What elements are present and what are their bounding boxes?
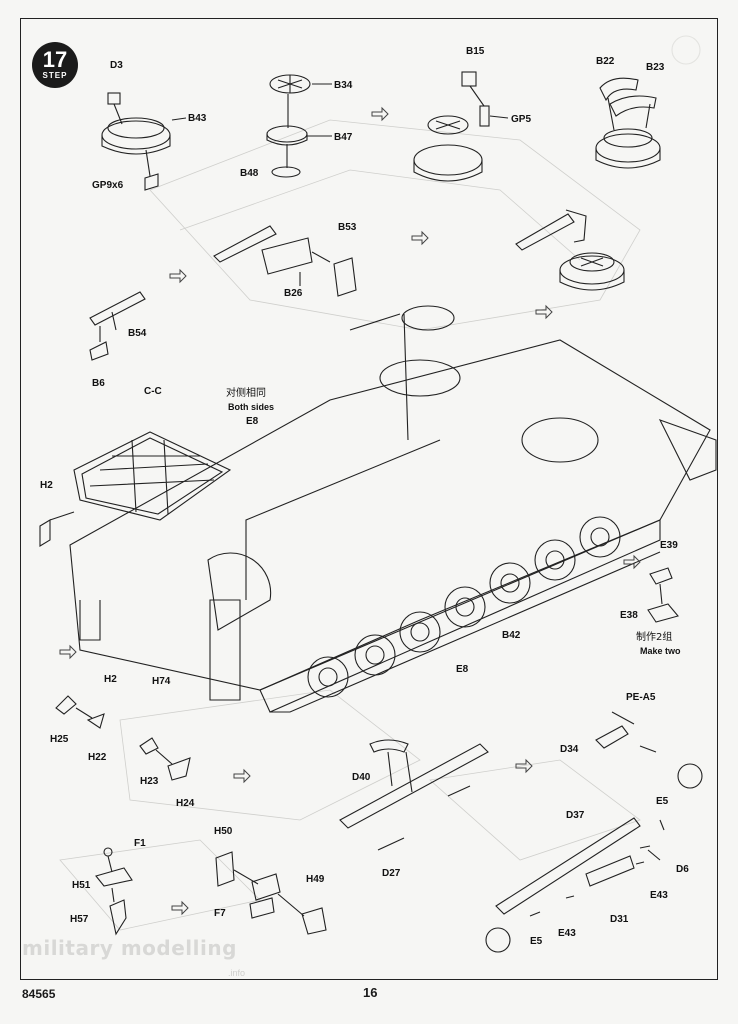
label-h49: H49 [306,874,325,885]
label-b15: B15 [466,46,485,57]
label-h25: H25 [50,734,69,745]
label-b43: B43 [188,113,207,124]
part-b34-stack [266,74,332,178]
part-e38-e39 [647,567,679,623]
part-d37-arm [495,817,665,917]
label-gp9x6: GP9x6 [92,180,124,191]
label-cc: C-C [144,386,162,397]
label-h23: H23 [140,776,159,787]
label-h2-bottom: H2 [104,674,117,685]
label-b47: B47 [334,132,353,143]
part-b15-ring [413,71,509,182]
label-b26: B26 [284,288,303,299]
note-make-two-en: Make two [640,646,681,656]
label-b23: B23 [646,62,665,73]
part-gun-ring-right [515,209,625,291]
label-b54: B54 [128,328,147,339]
step-badge: 17 STEP [32,42,78,88]
label-e5-right: E5 [656,796,669,807]
watermark-sub: .info [228,968,246,978]
label-b53: B53 [338,222,357,233]
label-h51: H51 [72,880,91,891]
model-number: 84565 [22,987,56,1001]
label-h50: H50 [214,826,233,837]
label-e5-bottom: E5 [530,936,543,947]
label-h2-left: H2 [40,480,53,491]
label-h57: H57 [70,914,89,925]
part-d34 [595,711,657,753]
label-e8-top: E8 [246,416,259,427]
label-b6: B6 [92,378,105,389]
label-d6: D6 [676,864,689,875]
label-h74: H74 [152,676,171,687]
part-b43-ring [101,92,187,191]
part-f1-h51 [95,847,133,936]
part-d40-arm [339,739,489,851]
step-number: 17 [42,47,68,72]
label-gp5: GP5 [511,114,532,125]
part-h50-h49 [215,851,327,935]
label-d3: D3 [110,60,123,71]
page-border [20,18,718,980]
part-h-brackets [55,695,191,781]
label-e39: E39 [660,540,678,551]
label-e38: E38 [620,610,638,621]
label-pe-a5: PE-A5 [626,692,656,703]
label-b34: B34 [334,80,353,91]
label-e43-right: E43 [650,890,668,901]
label-d34: D34 [560,744,579,755]
part-b26-gun [213,225,357,297]
label-f7: F7 [214,908,226,919]
label-d40: D40 [352,772,371,783]
part-b22-ring [595,77,661,169]
page-number: 16 [363,985,378,1000]
label-d27: D27 [382,868,401,879]
label-b22: B22 [596,56,615,67]
watermark-logo: military modelling [22,936,237,960]
label-h22: H22 [88,752,107,763]
note-both-sides-cn: 对侧相同 [226,388,266,399]
label-e8-bottom: E8 [456,664,469,675]
note-both-sides-en: Both sides [228,402,275,412]
tank-hull [39,305,717,713]
label-f1: F1 [134,838,146,849]
step-word: STEP [42,71,68,80]
label-b48: B48 [240,168,259,179]
label-d37: D37 [566,810,585,821]
label-h24: H24 [176,798,195,809]
label-d31: D31 [610,914,629,925]
label-e43-left: E43 [558,928,576,939]
part-b54-gun [89,291,146,361]
note-make-two-cn: 制作2组 [636,632,673,643]
label-b42: B42 [502,630,521,641]
